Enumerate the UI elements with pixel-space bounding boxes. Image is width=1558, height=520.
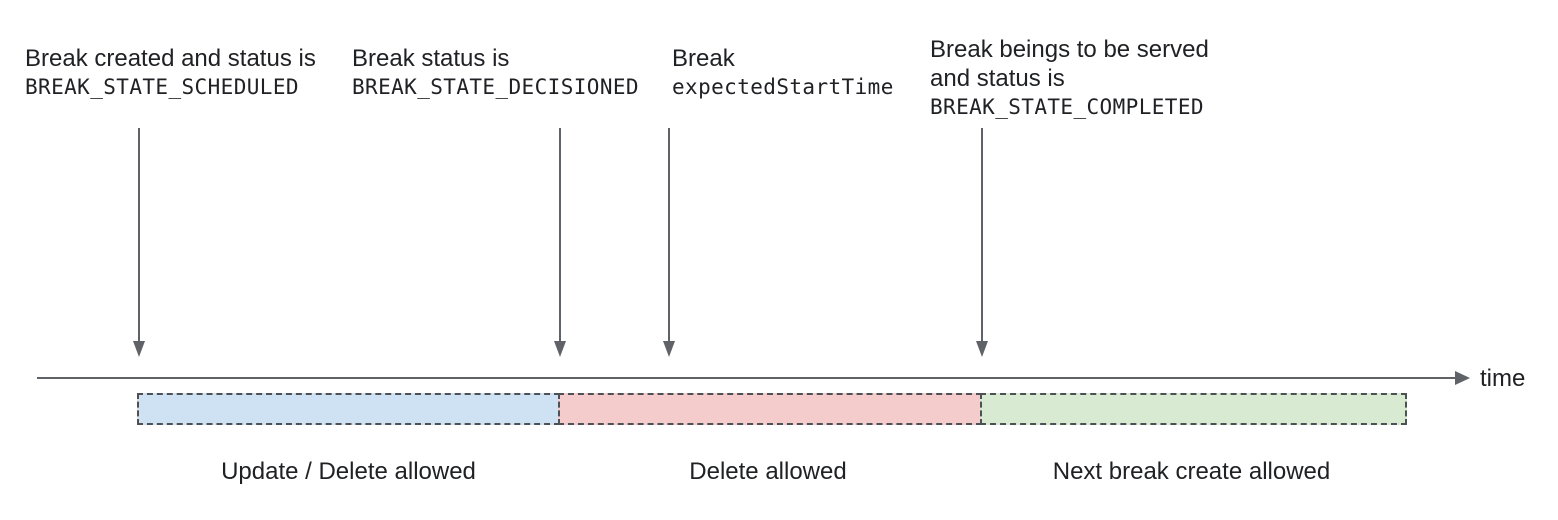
annotation-code: BREAK_STATE_COMPLETED xyxy=(930,95,1204,119)
segment-delete xyxy=(558,393,982,425)
right-arrow-icon xyxy=(1455,371,1470,385)
segment-label-update-delete: Update / Delete allowed xyxy=(221,458,476,485)
annotation-code: expectedStartTime xyxy=(672,75,894,99)
annotation-break-scheduled: Break created and status is BREAK_STATE_… xyxy=(25,44,316,102)
annotation-expected-start-time: Break expectedStartTime xyxy=(672,44,894,102)
arrow-shaft xyxy=(559,128,561,342)
annotation-text: and status is xyxy=(930,65,1065,92)
arrow-head xyxy=(554,341,566,357)
timeline-segment-bar xyxy=(137,393,1407,425)
annotation-text: Break beings to be served xyxy=(930,36,1209,63)
annotation-break-decisioned: Break status is BREAK_STATE_DECISIONED xyxy=(352,44,639,102)
arrow-head xyxy=(976,341,988,357)
annotation-text: Break xyxy=(672,45,735,72)
annotation-code: BREAK_STATE_SCHEDULED xyxy=(25,75,299,99)
segment-label-delete: Delete allowed xyxy=(689,458,847,485)
time-axis-line xyxy=(37,377,1456,379)
annotation-text: Break status is xyxy=(352,45,510,72)
arrow-head xyxy=(663,341,675,357)
time-axis-label: time xyxy=(1480,365,1526,392)
segment-label-next-break-create: Next break create allowed xyxy=(1052,458,1331,485)
arrow-head xyxy=(133,341,145,357)
segment-next-break-create xyxy=(980,393,1407,425)
arrow-shaft xyxy=(981,128,983,342)
annotation-code: BREAK_STATE_DECISIONED xyxy=(352,75,639,99)
annotation-text: Break created and status is xyxy=(25,45,316,72)
arrow-shaft xyxy=(668,128,670,342)
annotation-break-completed: Break beings to be served and status is … xyxy=(930,35,1209,122)
segment-update-delete xyxy=(137,393,560,425)
arrow-shaft xyxy=(138,128,140,342)
